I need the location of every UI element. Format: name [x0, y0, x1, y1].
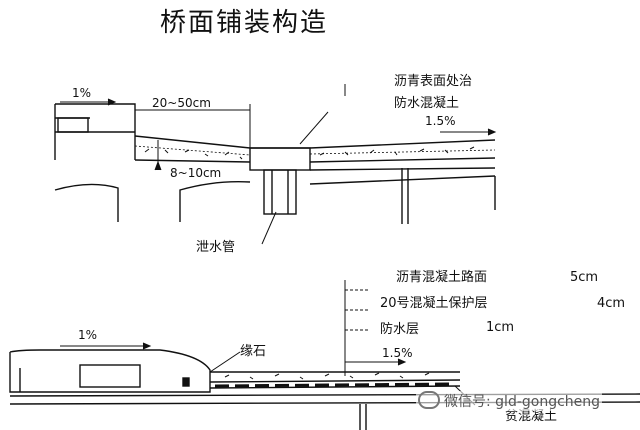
label-asphalt-surface: 沥青表面处治 — [394, 74, 473, 89]
label-lean-concrete: 贫混凝土 — [505, 409, 558, 424]
label-curb: 缘石 — [240, 344, 267, 359]
layer3-name: 防水层 — [380, 322, 420, 337]
bottom-leaders — [60, 280, 476, 406]
layer3-thickness: 1cm — [486, 320, 515, 335]
layer2-name: 20号混凝土保护层 — [380, 296, 488, 311]
top-slope-right: 1.5% — [425, 114, 456, 128]
bottom-slope-left: 1% — [78, 328, 98, 342]
label-drain-pipe: 泄水管 — [196, 240, 236, 255]
bottom-curb — [9, 349, 211, 393]
top-dim-thickness: 8~10cm — [170, 166, 222, 180]
drain-pipe — [249, 147, 311, 215]
watermark-text: 微信号: gld-gongcheng — [444, 394, 601, 410]
top-girders — [54, 167, 496, 224]
layer1-name: 沥青混凝土路面 — [396, 270, 488, 285]
top-slope-left: 1% — [72, 86, 92, 100]
bottom-slope-right: 1.5% — [382, 346, 413, 360]
bottom-pavement — [182, 371, 461, 389]
watermark: 微信号: gld-gongcheng — [416, 391, 603, 411]
top-pavement — [134, 135, 496, 163]
page-title: 桥面铺装构造 — [160, 8, 329, 38]
wechat-icon — [418, 391, 440, 409]
top-dim-width: 20~50cm — [152, 96, 211, 110]
layer2-thickness: 4cm — [597, 296, 626, 311]
layer1-thickness: 5cm — [570, 270, 599, 285]
label-waterproof-concrete: 防水混凝土 — [394, 96, 460, 111]
top-dimensions — [60, 84, 497, 245]
top-curb — [54, 103, 136, 160]
